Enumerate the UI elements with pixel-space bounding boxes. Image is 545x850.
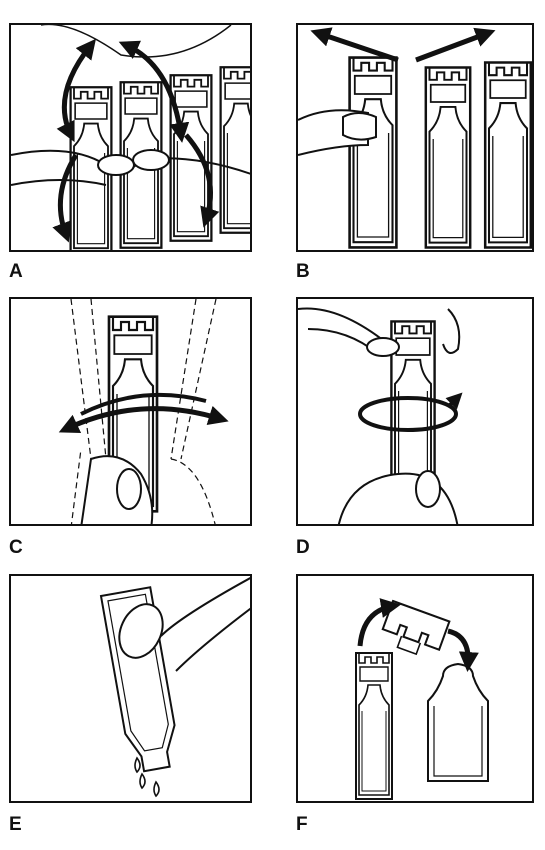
- panel-a: [9, 23, 252, 252]
- panel-a-illustration: [11, 25, 250, 250]
- panel-e: [9, 574, 252, 803]
- panel-f-illustration: [354, 598, 489, 801]
- panel-e-illustration: [99, 577, 250, 798]
- panel-c-illustration: [58, 299, 229, 524]
- panel-label-d: D: [296, 537, 310, 558]
- panel-d-illustration: [298, 307, 463, 524]
- panel-f: [296, 574, 534, 803]
- panel-b: [296, 23, 534, 252]
- panel-label-e: E: [9, 814, 22, 835]
- panel-label-f: F: [296, 814, 308, 835]
- panel-label-a: A: [9, 261, 23, 282]
- panel-label-c: C: [9, 537, 23, 558]
- panel-b-illustration: [298, 27, 532, 250]
- panel-d: [296, 297, 534, 526]
- panel-label-b: B: [296, 261, 310, 282]
- panel-c: [9, 297, 252, 526]
